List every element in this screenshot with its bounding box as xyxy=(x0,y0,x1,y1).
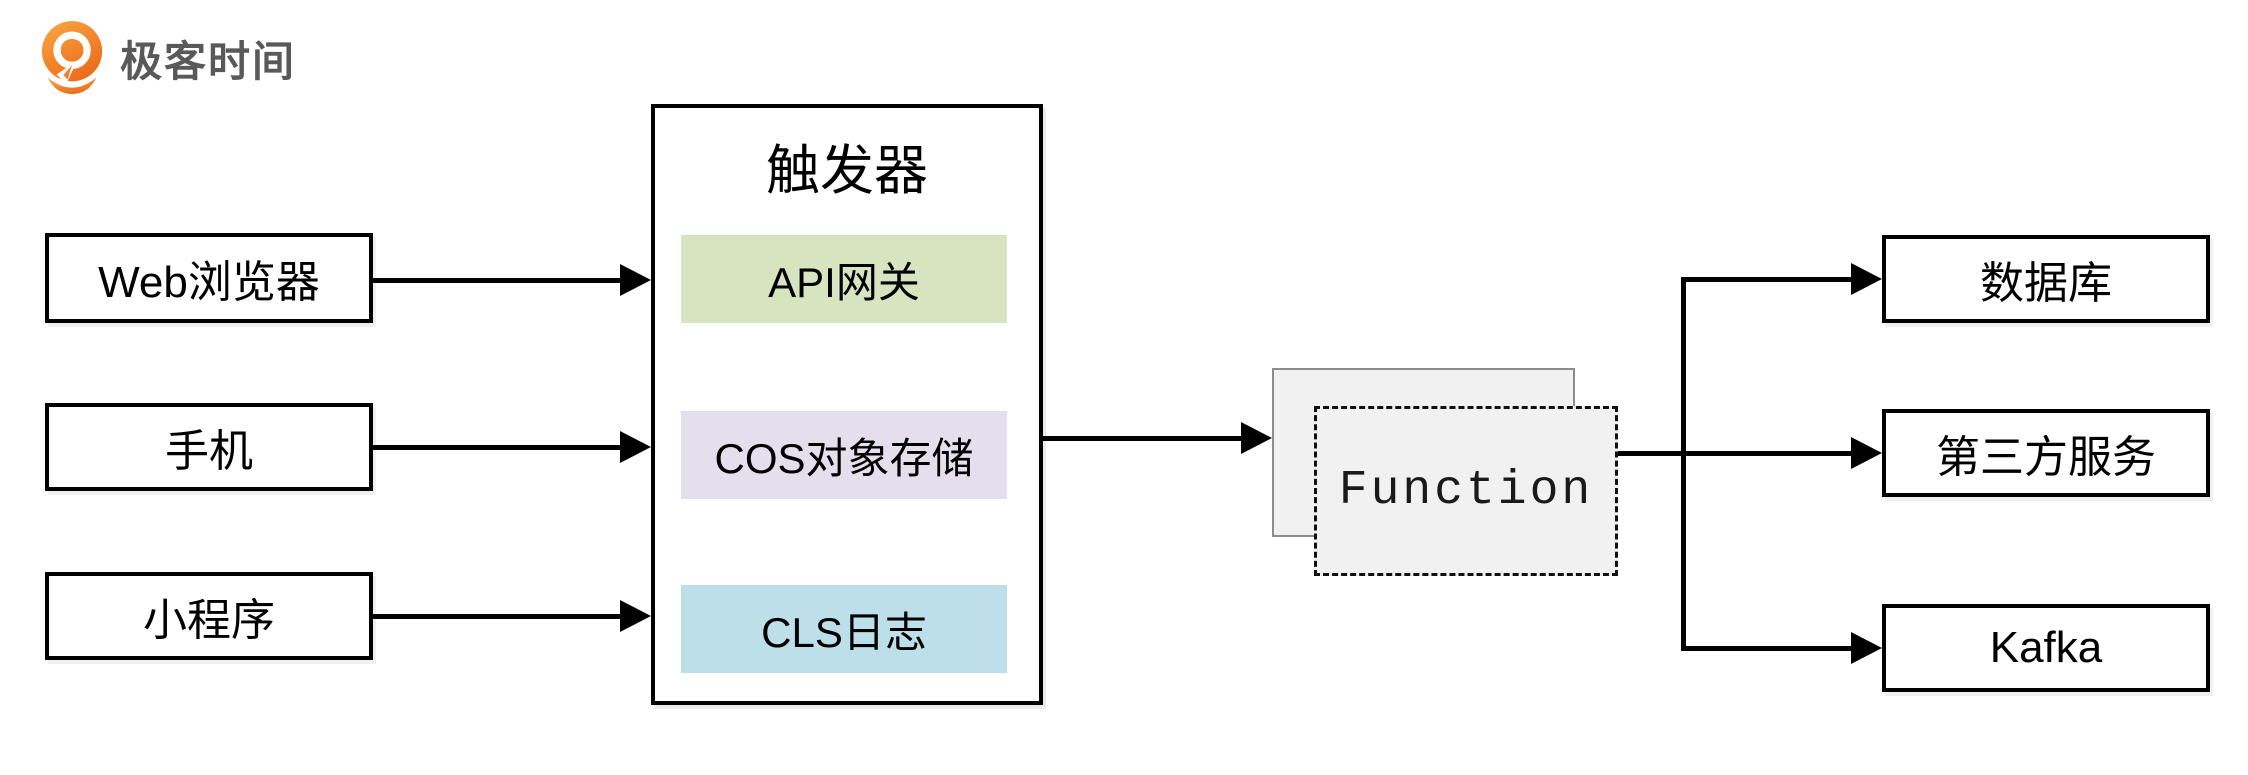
node-web-browser: Web浏览器 xyxy=(45,233,373,323)
connector-function-to-third-party xyxy=(1618,451,1853,456)
connector-branch-to-kafka xyxy=(1681,646,1853,651)
node-phone: 手机 xyxy=(45,403,373,491)
trigger-title: 触发器 xyxy=(766,141,928,201)
trigger-item-cos-storage-label: COS对象存储 xyxy=(714,434,974,482)
brand-name: 极客时间 xyxy=(120,38,297,85)
trigger-item-api-gateway: API网关 xyxy=(681,235,1007,323)
function-label: Function xyxy=(1338,464,1594,518)
trigger-item-cls-log-label: CLS日志 xyxy=(761,608,927,656)
connector-branch-to-database xyxy=(1681,277,1853,282)
arrowhead-phone-to-trigger xyxy=(620,431,651,463)
node-kafka-label: Kafka xyxy=(1989,623,2103,672)
node-kafka: Kafka xyxy=(1882,604,2210,692)
connector-web-to-trigger xyxy=(373,278,625,283)
node-miniprogram: 小程序 xyxy=(45,572,373,660)
geektime-logo: 极客时间 xyxy=(40,20,296,98)
node-miniprogram-label: 小程序 xyxy=(143,596,275,645)
node-third-party-service-label: 第三方服务 xyxy=(1936,433,2156,482)
trigger-container: 触发器 API网关 COS对象存储 CLS日志 xyxy=(651,104,1043,705)
arrowhead-web-to-trigger xyxy=(620,264,651,296)
node-phone-label: 手机 xyxy=(165,427,253,476)
trigger-item-cos-storage: COS对象存储 xyxy=(681,411,1007,499)
trigger-item-cls-log: CLS日志 xyxy=(681,585,1007,673)
function-box: Function xyxy=(1314,406,1618,576)
arrowhead-branch-to-database xyxy=(1851,263,1882,295)
node-third-party-service: 第三方服务 xyxy=(1882,409,2210,497)
connector-miniprogram-to-trigger xyxy=(373,614,625,619)
connector-phone-to-trigger xyxy=(373,445,625,450)
node-web-browser-label: Web浏览器 xyxy=(98,258,320,307)
geektime-pin-icon xyxy=(41,21,103,94)
connector-trigger-to-function xyxy=(1043,436,1246,441)
trigger-item-api-gateway-label: API网关 xyxy=(768,258,920,306)
arrowhead-branch-to-kafka xyxy=(1851,632,1882,664)
arrowhead-miniprogram-to-trigger xyxy=(620,600,651,632)
arrowhead-function-to-third-party xyxy=(1851,437,1882,469)
node-database: 数据库 xyxy=(1882,235,2210,323)
node-database-label: 数据库 xyxy=(1980,259,2112,308)
arrowhead-trigger-to-function xyxy=(1241,422,1272,454)
connector-branch-vertical xyxy=(1681,277,1686,651)
